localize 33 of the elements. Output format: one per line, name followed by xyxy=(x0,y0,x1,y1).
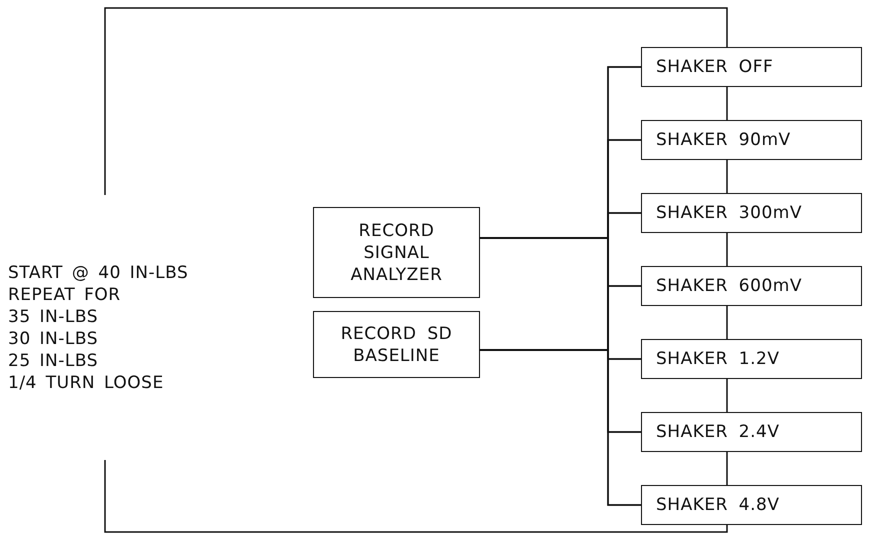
note-text: REPEAT FOR xyxy=(8,284,122,306)
box-label: SHAKER 90mV xyxy=(656,129,791,151)
box-label: RECORD SD BASELINE xyxy=(340,322,454,366)
box-label: SHAKER 600mV xyxy=(656,275,802,297)
box-label: RECORD SIGNAL ANALYZER xyxy=(350,220,444,286)
note-text: 1/4 TURN LOOSE xyxy=(8,372,165,394)
process-box xyxy=(641,339,862,379)
box-label: SHAKER OFF xyxy=(656,56,774,78)
process-box xyxy=(641,266,862,306)
box-label: SHAKER 2.4V xyxy=(656,421,780,443)
note-text: 30 IN-LBS xyxy=(8,328,100,350)
connector-line xyxy=(726,233,728,266)
note-text: START @ 40 IN-LBS xyxy=(8,262,190,284)
connector-line xyxy=(726,306,728,339)
connector-line xyxy=(480,349,641,506)
connector-line xyxy=(104,460,728,533)
process-box xyxy=(313,207,480,298)
box-label: SHAKER 1.2V xyxy=(656,348,780,370)
process-box xyxy=(641,193,862,233)
process-box xyxy=(313,311,480,378)
connector-line xyxy=(104,7,728,195)
process-box xyxy=(641,120,862,160)
box-label: SHAKER 4.8V xyxy=(656,494,780,516)
process-box xyxy=(641,485,862,525)
process-box xyxy=(641,47,862,87)
connector-line xyxy=(726,452,728,485)
box-label: SHAKER 300mV xyxy=(656,202,802,224)
process-box xyxy=(641,412,862,452)
note-text: 35 IN-LBS xyxy=(8,306,100,328)
connector-line xyxy=(726,87,728,120)
note-text: 25 IN-LBS xyxy=(8,350,100,372)
connector-line xyxy=(726,379,728,412)
connector-line xyxy=(726,160,728,193)
